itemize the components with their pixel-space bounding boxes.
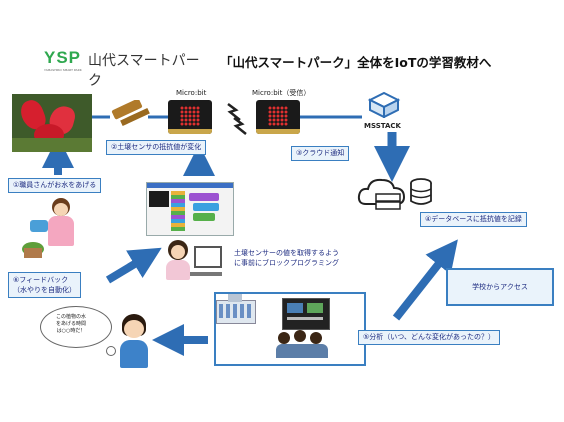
logo-text: 山代スマートパーク [88,53,200,89]
step-3-label: ③クラウド通知 [291,146,350,161]
microbit-label: Micro:bit [176,89,207,97]
arrow-analysis-diag [392,239,458,321]
database-icon [408,178,434,206]
programming-note-line2: に事前にブロックプログラミング [234,259,339,267]
bubble-line2: をあげる時間 [56,321,87,327]
flower-photo-icon [12,94,92,152]
school-access-box: 学校からアクセス [446,268,554,306]
header-logo: YSP 山代スマートパーク YAMASHIRO SMART PARK [44,48,204,89]
page-title: 「山代スマートパーク」全体をIoTの学習教材へ [220,55,492,70]
step-6-line2: （水やりを自動化） [13,286,76,294]
cloud-server-icon [356,174,408,214]
staff-watering-icon [22,196,92,258]
bubble-line3: は○○時だ！ [56,328,86,334]
think-dots-icon [106,346,116,356]
block-programming-screen-icon [146,182,234,236]
wireless-icon [227,103,247,135]
step-2-label: ②土壌センサの抵抗値が変化 [106,140,207,155]
students-group-icon [274,328,334,360]
logo-mark: YSP [44,48,82,67]
microbit-rx-label: Micro:bit（受信） [252,89,311,97]
student-pc-icon [160,238,224,286]
msstack-box-icon [362,90,406,126]
programming-note: 土壌センサーの値を取得するよう に事前にブロックプログラミング [234,248,339,268]
logo-subtext: YAMASHIRO SMART PARK [44,68,82,72]
step-1-label: ①職員さんがお水をあげる [8,178,102,193]
analysis-frame [214,292,366,366]
school-access-text: 学校からアクセス [472,283,528,291]
bubble-text: この植物の水 をあげる時間 は○○時だ！ [56,314,86,335]
analysis-meeting-icon [282,298,330,330]
bubble-line1: この植物の水 [56,314,87,320]
step-6-label: ⑥フィードバック （水やりを自動化） [8,272,81,298]
step-5-label: ⑤分析（いつ、どんな変化があったの？） [358,330,500,345]
step-6-line1: ⑥フィードバック [13,276,69,284]
step-4-label: ④データベースに抵抗値を記録 [420,212,527,227]
msstack-label: MSSTACK [364,122,401,130]
soil-sensor-icon [110,100,150,130]
arrow-feedback-diag [105,247,162,284]
school-building-icon [212,294,258,324]
microbit-icon [168,100,212,134]
thought-bubble-icon [40,306,112,348]
programming-note-line1: 土壌センサーの値を取得するよう [234,249,339,257]
microbit-rx-icon [256,100,300,134]
thinking-boy-icon [112,314,156,370]
